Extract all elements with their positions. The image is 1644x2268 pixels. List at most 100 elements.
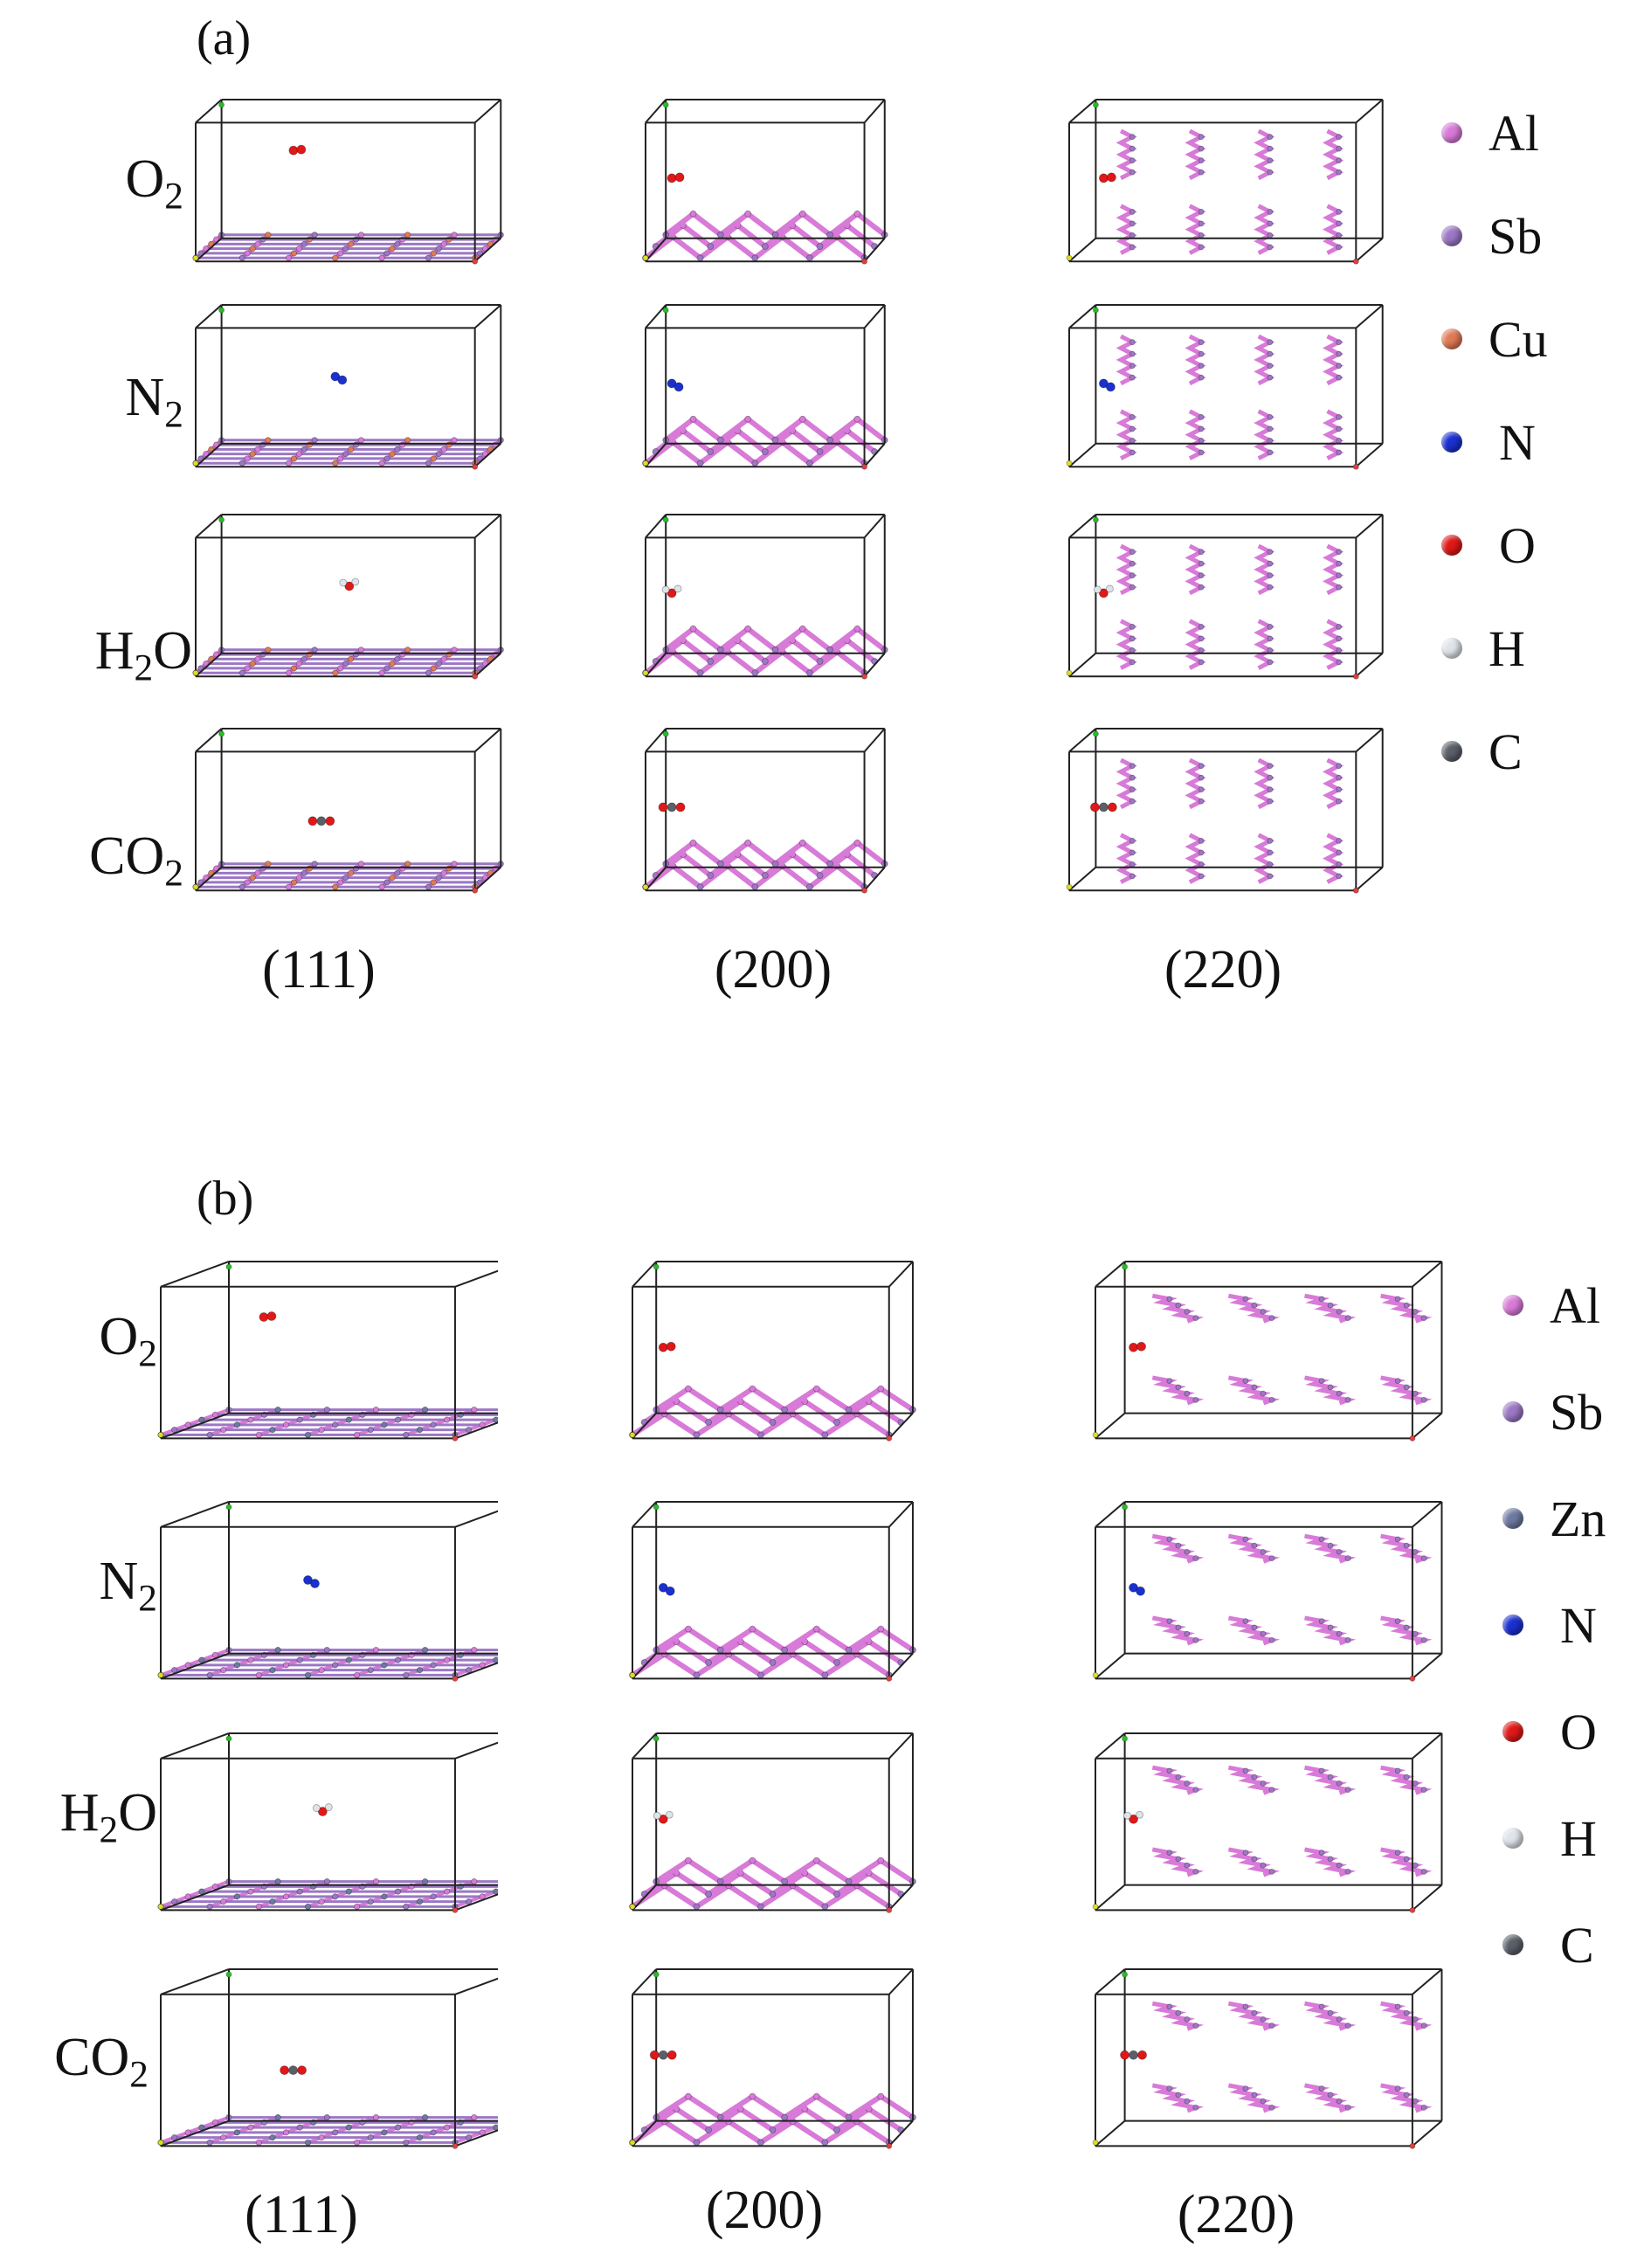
slab-atom xyxy=(290,250,298,257)
slab-atom xyxy=(716,1877,724,1885)
cell-box xyxy=(160,1968,498,2147)
cell-edge xyxy=(454,2129,498,2147)
slab-atom xyxy=(357,437,365,444)
slab-atom xyxy=(756,1903,764,1911)
slab-atom xyxy=(1198,849,1205,856)
axis-marker xyxy=(225,1971,232,1978)
slab-atom xyxy=(1175,1384,1182,1391)
slab-atom xyxy=(744,839,752,847)
cell-edge xyxy=(195,653,223,677)
slab-atom xyxy=(833,2126,840,2133)
axis-marker xyxy=(642,460,649,467)
slab-atom xyxy=(705,2126,712,2133)
cu-atom-icon xyxy=(1441,328,1462,349)
slab-chain xyxy=(1116,409,1137,460)
n-atom xyxy=(1105,382,1116,392)
h-atom xyxy=(1136,1810,1143,1819)
slab-atom xyxy=(751,883,759,891)
slab-atom xyxy=(685,2092,692,2100)
crystal-cell-svg xyxy=(192,728,504,894)
slab-atom xyxy=(1129,774,1136,781)
slab-atom xyxy=(304,1671,312,1678)
slab-atom xyxy=(749,1625,756,1633)
crystal-cell-svg xyxy=(1092,1501,1443,1682)
slab-chain xyxy=(1304,2001,1357,2031)
axis-marker xyxy=(1122,1735,1128,1742)
molecule-co2 xyxy=(307,816,335,826)
slab-atom xyxy=(435,451,442,458)
cell-edge xyxy=(1355,99,1384,124)
slab-atom xyxy=(1394,1378,1401,1384)
slab-atom xyxy=(1198,549,1205,556)
slab-atom xyxy=(381,2129,388,2136)
slab-atom xyxy=(296,2124,303,2131)
slab-atom xyxy=(1403,1542,1410,1549)
cell-edge xyxy=(645,867,667,891)
structure-n2-200 xyxy=(629,1498,926,1708)
slab-atom xyxy=(206,1903,213,1910)
o-atom xyxy=(297,2065,307,2075)
molecule-o2 xyxy=(259,1311,277,1322)
slab-atom xyxy=(1336,244,1343,251)
cell-edge xyxy=(888,1412,914,1440)
cell-edge xyxy=(1412,1968,1443,1995)
slab-atom xyxy=(1412,1630,1419,1637)
slab-chain xyxy=(1323,757,1344,810)
slab-atom xyxy=(1260,1780,1267,1787)
slab-atom xyxy=(220,1667,227,1674)
axis-marker xyxy=(1409,2142,1416,2149)
slab-atom xyxy=(1260,2016,1267,2023)
slab-chain xyxy=(1304,1293,1357,1324)
o-atom xyxy=(667,2050,677,2060)
slab-atom xyxy=(244,879,251,886)
cell-edge xyxy=(1095,1261,1126,1288)
slab-chain xyxy=(1380,1847,1433,1877)
slab-chain xyxy=(1380,1293,1433,1324)
legend-item-n: N xyxy=(1441,412,1616,474)
cell-box xyxy=(1095,1261,1443,1440)
legend-item-al: Al xyxy=(1441,103,1616,164)
slab-atom xyxy=(1198,157,1205,164)
slab-atom xyxy=(693,1903,701,1911)
structure-co2-111 xyxy=(192,725,515,917)
o-atom xyxy=(1136,1341,1146,1352)
slab-atom xyxy=(1129,425,1136,432)
cell-box xyxy=(1068,514,1384,678)
slab-chain xyxy=(1254,334,1275,386)
axis-marker xyxy=(1352,887,1359,894)
slab-atom xyxy=(295,875,303,882)
c-atom-icon xyxy=(1441,741,1462,762)
slab-atoms xyxy=(642,210,888,262)
slab-atom xyxy=(1267,145,1274,152)
slab-atom xyxy=(1336,786,1343,793)
cell-box xyxy=(632,1968,914,2147)
c-atom xyxy=(288,2065,299,2075)
slab-atom xyxy=(1242,1850,1249,1856)
structure-o2-111 xyxy=(192,96,515,288)
cell-box xyxy=(632,1261,914,1440)
o-atom xyxy=(1129,1814,1138,1824)
slab-atom xyxy=(756,2139,764,2147)
slab-atom xyxy=(1129,209,1136,215)
slab-atom xyxy=(1394,1536,1401,1543)
slab-atom xyxy=(685,1857,692,1864)
slab-atom xyxy=(812,1385,820,1393)
axis-marker xyxy=(1093,101,1099,108)
slab-atom xyxy=(282,1662,290,1669)
row-label-o2: O2 xyxy=(125,149,183,218)
molecule-n2 xyxy=(1129,1582,1145,1596)
legend-a: Al Sb Cu N O H C xyxy=(1441,103,1634,802)
legend-item-o: O xyxy=(1502,1702,1644,1763)
molecule-n2 xyxy=(303,1575,320,1588)
axis-marker xyxy=(1092,1671,1099,1678)
c-atom-icon xyxy=(1502,1934,1523,1955)
slab-atom xyxy=(296,1416,303,1423)
slab-atom xyxy=(220,2134,227,2141)
cell-edge xyxy=(1068,728,1097,753)
slab-atom xyxy=(451,232,458,239)
molecule-co2 xyxy=(1089,802,1117,812)
axis-marker xyxy=(1093,730,1099,737)
slab-atom xyxy=(689,210,697,218)
axis-marker xyxy=(1066,460,1073,467)
slab-chain xyxy=(1116,128,1137,181)
